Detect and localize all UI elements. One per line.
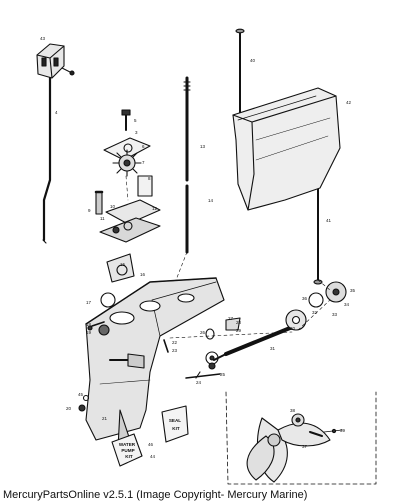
callout-36: 36 [302, 296, 308, 301]
callout-6: 6 [142, 144, 145, 149]
propeller-inset [225, 391, 377, 485]
callout-34: 34 [344, 302, 350, 307]
callout-14: 14 [208, 198, 214, 203]
exploded-parts-diagram: WATER PUMP KIT SEAL KIT 4 5 3 6 7 8 9 10… [36, 28, 377, 485]
callout-24: 24 [196, 380, 202, 385]
long-stud-part [235, 28, 245, 121]
water-pump-assembly [94, 109, 161, 243]
water-pump-kit-line-2: PUMP [121, 448, 134, 453]
callout-29: 29 [236, 328, 242, 333]
callout-30: 30 [290, 326, 296, 331]
callout-7: 7 [142, 160, 145, 165]
water-pump-kit-line-1: WATER [119, 442, 136, 447]
callout-37: 37 [302, 444, 308, 449]
callout-38: 38 [290, 408, 296, 413]
shift-coupler-part [36, 43, 75, 79]
callout-42: 42 [346, 100, 352, 105]
seal-kit-line-2: KIT [172, 426, 180, 431]
gear-housing-cover-part [232, 87, 341, 211]
callout-10: 10 [110, 204, 116, 209]
callout-41: 41 [326, 218, 332, 223]
callout-33: 33 [332, 312, 338, 317]
callout-3: 3 [135, 130, 138, 135]
callout-13: 13 [200, 144, 206, 149]
screw-parts [78, 321, 169, 412]
seal-kit-box [161, 405, 189, 443]
explode-lines [125, 175, 331, 339]
pump-housing-part [100, 253, 135, 308]
callout-35: 35 [350, 288, 356, 293]
callout-44: 44 [150, 454, 156, 459]
shift-shaft-part [42, 76, 52, 244]
copyright-caption: MercuryPartsOnline v2.5.1 (Image Copyrig… [0, 486, 400, 504]
callout-21: 21 [102, 416, 108, 421]
water-pump-kit-box [111, 433, 143, 467]
callout-18: 18 [86, 322, 92, 327]
callout-11: 11 [100, 216, 105, 221]
callout-22: 22 [172, 340, 178, 345]
callout-45: 45 [78, 392, 84, 397]
callout-28: 28 [236, 320, 242, 325]
mounting-stud-part [313, 177, 323, 285]
propeller-shaft-part [185, 281, 347, 379]
callout-31: 31 [270, 346, 276, 351]
callout-23: 23 [172, 348, 178, 353]
callout-5: 5 [134, 118, 137, 123]
callout-19: 19 [86, 330, 92, 335]
callout-39: 39 [340, 428, 346, 433]
callout-4: 4 [55, 110, 58, 115]
water-pump-kit-line-3: KIT [125, 454, 133, 459]
gear-housing-part [85, 277, 225, 449]
callout-12: 12 [152, 206, 158, 211]
callout-40: 40 [250, 58, 256, 63]
callout-9: 9 [88, 208, 91, 213]
callout-26: 26 [200, 330, 206, 335]
callout-15: 15 [120, 262, 126, 267]
callout-17: 17 [86, 300, 92, 305]
driveshaft-part [183, 76, 191, 254]
callout-20: 20 [66, 406, 72, 411]
callout-32: 32 [312, 310, 318, 315]
callout-25: 25 [220, 372, 226, 377]
callout-43: 43 [40, 36, 46, 41]
callout-27: 27 [228, 316, 234, 321]
callout-16: 16 [140, 272, 146, 277]
callout-46: 46 [148, 442, 154, 447]
callout-8: 8 [148, 176, 151, 181]
seal-kit-line-1: SEAL [169, 418, 181, 423]
